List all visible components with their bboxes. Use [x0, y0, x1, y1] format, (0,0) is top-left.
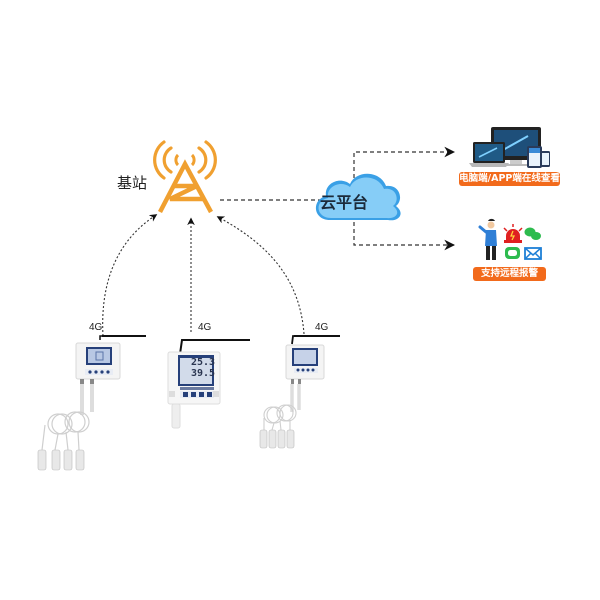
link-cloud-outputs: [353, 146, 456, 251]
output-badge-view-bg: [459, 172, 560, 186]
output-badge-alarm-bg: [473, 267, 546, 281]
device-logger-1: [37, 335, 146, 471]
cloud-icon: [315, 173, 401, 221]
tower-label: 基站: [117, 174, 148, 192]
link-devices-tower: [102, 214, 305, 337]
person-alarm-wechat-sms-email-icon: [478, 218, 542, 260]
output-label-remote-alarm: 支持远程报警: [480, 268, 538, 279]
device-logger-3: [259, 335, 340, 449]
device-2-reading-humidity: 39.5: [191, 368, 216, 379]
device-2-reading-temp: 25.3: [191, 357, 216, 368]
output-label-online-view: 电脑端/APP端在线查看: [459, 173, 560, 184]
device-logger-2: [167, 339, 250, 429]
cloud-label: 云平台: [320, 193, 369, 212]
device-2-link-label: 4G: [198, 322, 212, 333]
laptop-monitor-tablet-phone-icon: [469, 127, 550, 168]
device-1-link-label: 4G: [89, 322, 103, 333]
tower-icon: [153, 140, 217, 214]
device-3-link-label: 4G: [315, 322, 329, 333]
